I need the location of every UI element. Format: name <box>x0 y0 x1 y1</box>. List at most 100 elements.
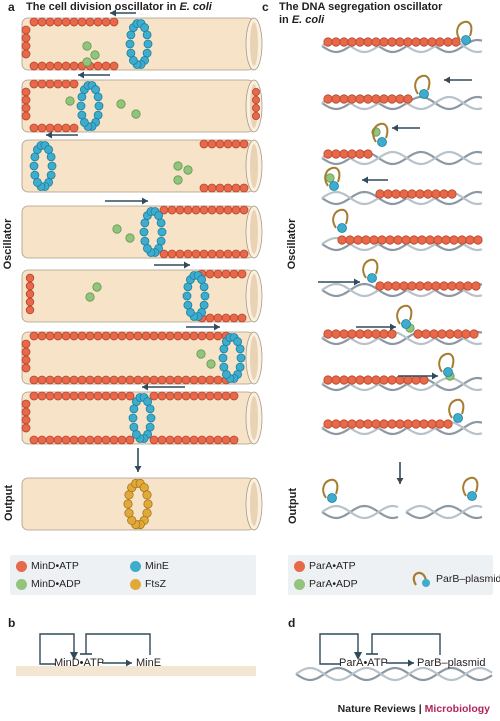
para-atp-bead <box>447 281 457 291</box>
mind-atp-bead <box>197 391 207 401</box>
mine-bead <box>183 282 193 292</box>
panel-d-dna <box>295 666 493 682</box>
mind-atp-bead <box>53 61 63 71</box>
panel-d-inhibition <box>371 633 441 655</box>
mind-atp-bead <box>29 331 39 341</box>
para-atp-bead <box>339 149 349 159</box>
mind-atp-bead <box>77 17 87 27</box>
mind-atp-bead <box>45 79 55 89</box>
mind-atp-bead <box>85 391 95 401</box>
output-cell <box>21 477 263 531</box>
direction-arrow-head <box>444 76 450 84</box>
parb-plasmid <box>332 208 349 233</box>
mind-atp-bead <box>173 435 183 445</box>
mind-atp-bead <box>21 25 31 35</box>
legend-item-para-adp: ParA•ADP <box>294 578 358 590</box>
mind-atp-bead <box>183 205 193 215</box>
para-atp-bead <box>371 329 381 339</box>
journal-footer: Nature Reviews | Microbiology <box>337 703 490 715</box>
mind-atp-bead <box>101 61 111 71</box>
para-atp-bead <box>465 235 475 245</box>
mind-atp-bead <box>205 313 215 323</box>
cell-tube-cap-inner <box>250 336 258 380</box>
mind-atp-bead <box>53 123 63 133</box>
para-atp-bead <box>401 235 411 245</box>
mind-atp-bead <box>53 375 63 385</box>
mind-atp-bead <box>77 435 87 445</box>
mind-atp-bead <box>191 249 201 259</box>
legend-item-mine: MinE <box>130 560 169 572</box>
mind-atp-bead <box>37 331 47 341</box>
mind-atp-bead <box>29 375 39 385</box>
para-atp-bead <box>447 189 457 199</box>
para-atp-bead <box>417 235 427 245</box>
para-atp-bead <box>331 329 341 339</box>
mind-atp-bead <box>25 297 35 307</box>
mind-atp-bead <box>109 331 119 341</box>
mind-atp-bead <box>85 17 95 27</box>
mind-atp-bead <box>183 249 193 259</box>
mind-atp-bead <box>45 391 55 401</box>
para-atp-bead <box>403 419 413 429</box>
side-label-output-left: Output <box>3 484 15 522</box>
para-atp-bead <box>453 329 463 339</box>
mine-bead <box>131 430 141 439</box>
mine-bead <box>221 370 231 379</box>
dna-strand <box>295 666 493 682</box>
mind-atp-bead <box>61 17 71 27</box>
parb-bead <box>461 35 471 45</box>
dna-row-7 <box>321 323 483 346</box>
mind-adp-bead <box>82 57 92 67</box>
mind-atp-bead <box>61 435 71 445</box>
para-atp-bead <box>371 94 381 104</box>
mind-atp-bead <box>215 205 225 215</box>
mind-atp-bead <box>229 269 239 279</box>
direction-arrow <box>142 383 185 391</box>
direction-arrow-head <box>110 9 116 17</box>
para-atp-bead <box>337 235 347 245</box>
para-atp-bead <box>323 375 333 385</box>
mind-atp-bead <box>197 375 207 385</box>
direction-arrow-head <box>78 71 84 79</box>
para-atp-bead <box>383 189 393 199</box>
plasmid-loop <box>396 304 413 325</box>
mind-atp-bead <box>61 123 71 133</box>
mind-adp-bead <box>92 282 102 292</box>
mine-bead <box>140 23 150 32</box>
para-atp-bead <box>429 329 439 339</box>
cell-tube-cap-inner <box>250 144 258 188</box>
para-atp-bead <box>403 375 413 385</box>
para-atp-bead <box>353 235 363 245</box>
panel-b-activation-arrow <box>102 659 132 667</box>
mind-atp-bead <box>53 435 63 445</box>
mind-atp-bead <box>239 183 249 193</box>
para-atp-bead <box>419 37 429 47</box>
mind-atp-bead <box>69 435 79 445</box>
para-atp-bead <box>393 235 403 245</box>
mind-adp-bead <box>206 359 216 369</box>
para-atp-bead <box>395 375 405 385</box>
para-atp-bead <box>399 189 409 199</box>
mind-atp-bead <box>199 183 209 193</box>
mind-atp-bead <box>61 375 71 385</box>
para-atp-bead <box>439 189 449 199</box>
mine-bead <box>30 170 40 180</box>
direction-arrow <box>186 323 220 331</box>
direction-arrow <box>398 372 438 380</box>
mind-atp-bead <box>213 313 223 323</box>
mind-atp-bead <box>213 435 223 445</box>
mine-bead <box>140 218 150 228</box>
mind-atp-bead <box>197 331 207 341</box>
parb-plasmid <box>438 352 455 377</box>
mind-atp-bead <box>229 435 239 445</box>
mine-bead <box>77 110 87 120</box>
ftsz-bead <box>124 508 134 518</box>
para-atp-bead <box>387 37 397 47</box>
para-atp-bead <box>387 419 397 429</box>
parb-plasmid <box>362 258 379 283</box>
mine-bead <box>129 422 139 432</box>
mind-atp-bead <box>61 391 71 401</box>
mind-atp-bead <box>181 435 191 445</box>
para-atp-bead <box>423 189 433 199</box>
mine-bead <box>30 152 40 162</box>
